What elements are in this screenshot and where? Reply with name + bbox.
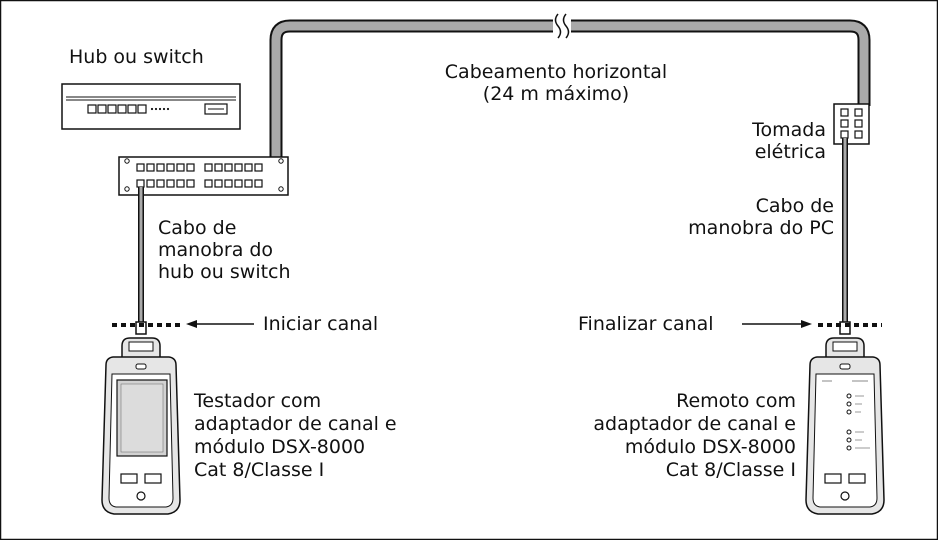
hub-ports xyxy=(87,104,147,114)
remote-line-4: Cat 8/Classe I xyxy=(665,459,796,481)
patch-panel xyxy=(118,156,289,196)
remote-line-2: adaptador de canal e xyxy=(593,413,796,435)
outlet-line-1: Tomada xyxy=(752,119,826,141)
wall-outlet xyxy=(833,103,870,145)
pc-patch-cord xyxy=(839,138,851,335)
remote-device xyxy=(805,337,885,515)
start-channel-marker xyxy=(112,320,254,328)
hub-patch-cord-line-3: hub ou switch xyxy=(158,261,291,283)
end-channel-marker xyxy=(742,320,882,328)
pc-patch-cord-line-1: Cabo de xyxy=(755,195,834,217)
outlet-line-2: elétrica xyxy=(754,141,826,163)
end-channel-label: Finalizar canal xyxy=(578,313,714,335)
tester-line-4: Cat 8/Classe I xyxy=(194,459,325,481)
hub-switch-device xyxy=(61,83,241,130)
remote-line-3: módulo DSX-8000 xyxy=(624,436,796,458)
hub-switch-label: Hub ou switch xyxy=(69,46,204,68)
horizontal-cabling-line-1: Cabeamento horizontal xyxy=(444,61,668,83)
pc-patch-cord-line-2: manobra do PC xyxy=(688,217,834,239)
hub-patch-cord-line-2: manobra do xyxy=(158,239,274,261)
horizontal-cable xyxy=(269,13,871,160)
horizontal-cabling-line-2: (24 m máximo) xyxy=(482,83,630,105)
tester-device xyxy=(101,337,181,515)
hub-patch-cord-line-1: Cabo de xyxy=(158,217,237,239)
tester-line-1: Testador com xyxy=(194,390,322,412)
tester-line-2: adaptador de canal e xyxy=(194,413,397,435)
remote-line-1: Remoto com xyxy=(676,390,796,412)
patch-panel-ports xyxy=(136,163,263,188)
remote-leds xyxy=(846,393,852,451)
hub-patch-cord xyxy=(135,187,147,335)
start-channel-label: Iniciar canal xyxy=(263,313,379,335)
tester-line-3: módulo DSX-8000 xyxy=(194,436,366,458)
